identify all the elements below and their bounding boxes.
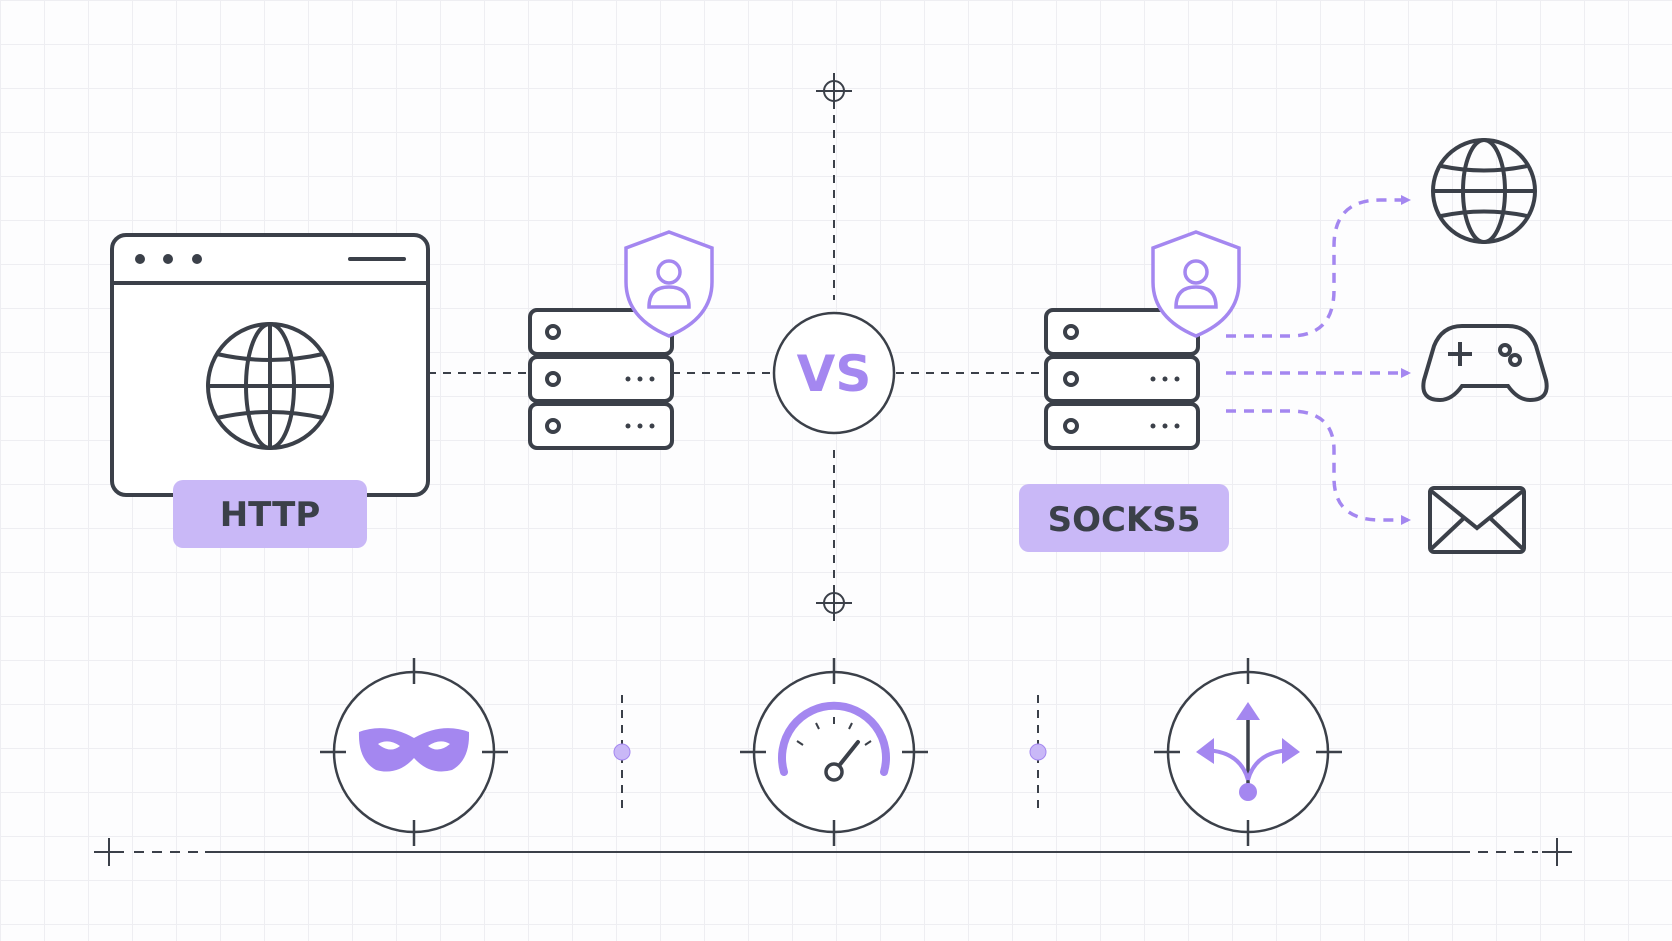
http-label: HTTP (173, 480, 367, 548)
destination-envelope-icon (1428, 486, 1526, 554)
center-axis (816, 73, 852, 621)
socks5-label: SOCKS5 (1019, 484, 1229, 552)
crosshair-bottom-icon (816, 585, 852, 621)
socks5-label-text: SOCKS5 (1048, 500, 1201, 540)
speed-feature (740, 658, 928, 846)
vs-badge: VS (772, 311, 896, 435)
feature-row (320, 658, 1342, 846)
http-label-text: HTTP (220, 495, 321, 535)
left-user-shield-icon (624, 230, 714, 338)
right-user-shield-icon (1151, 230, 1241, 338)
vs-label-text: VS (797, 345, 872, 403)
split-arrows-icon (1196, 702, 1300, 801)
socks5-flows (1226, 195, 1411, 525)
right-server-icon (1044, 308, 1200, 450)
crosshair-top-icon (816, 73, 852, 109)
destination-globe-icon (1431, 138, 1537, 244)
left-server-icon (528, 308, 674, 450)
destination-gamepad-icon (1421, 324, 1549, 403)
anonymity-feature (320, 658, 508, 846)
routing-feature (1154, 658, 1342, 846)
feature-separator (613, 695, 631, 810)
mask-icon (358, 728, 470, 772)
globe-icon (206, 322, 334, 450)
feature-separator (1029, 695, 1047, 810)
speedometer-icon (778, 701, 890, 782)
baseline (94, 838, 1572, 866)
